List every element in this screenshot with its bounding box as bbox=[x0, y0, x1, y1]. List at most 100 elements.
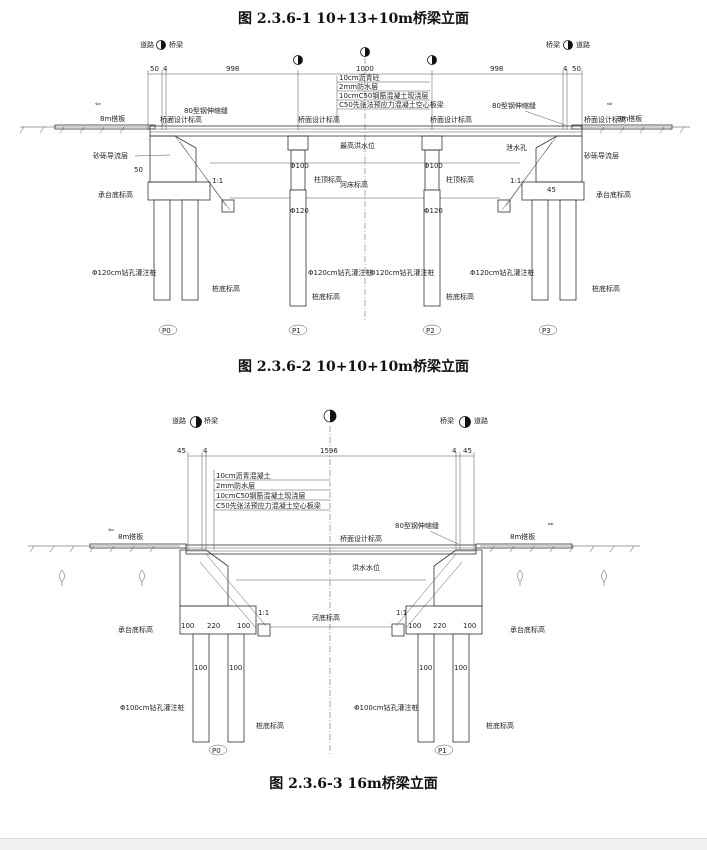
pier-p1 bbox=[287, 135, 309, 307]
deck-layer-text: 10cmC50钢筋混凝土现浇层 bbox=[339, 91, 428, 100]
pile-diameter-label: 100 bbox=[194, 664, 207, 672]
cap-dimension: 220 bbox=[207, 622, 220, 630]
road-label-left: 道路 bbox=[140, 40, 154, 49]
dimension-label: 998 bbox=[226, 65, 239, 73]
pier-marker-p0: P0 bbox=[208, 744, 228, 756]
pile bbox=[417, 633, 435, 743]
deck-level-label: 桥面设计标高 bbox=[160, 115, 202, 124]
weep-hole-label: 泄水孔 bbox=[506, 143, 527, 152]
abutment-left bbox=[147, 135, 235, 213]
expansion-joint-label-left: 80型钢伸缩缝 bbox=[184, 106, 228, 115]
dimension-label: 4 bbox=[163, 65, 168, 73]
arrow-right-icon: ⇨ bbox=[548, 520, 554, 528]
road-label-left: 道路 bbox=[172, 416, 186, 425]
svg-text:P1: P1 bbox=[438, 747, 447, 755]
half-circle-marker-icon bbox=[563, 40, 573, 50]
pilecap-label-right: 承台底标高 bbox=[510, 625, 545, 634]
deck-layer-text: 10cm沥青砼 bbox=[339, 73, 380, 82]
half-circle-marker-icon bbox=[190, 416, 202, 428]
deck-level-label: 桥面设计标高 bbox=[340, 534, 382, 543]
abutment-right bbox=[391, 549, 483, 637]
deck-layer-text: 10cmC50钢筋混凝土现浇层 bbox=[216, 491, 305, 500]
drain-layer-label-right: 砂砾导流层 bbox=[584, 151, 619, 160]
half-circle-marker-icon bbox=[156, 40, 166, 50]
pier-marker-p0: P0 bbox=[158, 324, 178, 336]
river-bed-label: 河底标高 bbox=[312, 613, 340, 622]
pile-label: Φ120cm钻孔灌注桩 bbox=[470, 268, 535, 277]
river-bed-label: 河床标高 bbox=[340, 180, 368, 189]
approach-slab-label-right: 8m搭板 bbox=[617, 114, 642, 123]
svg-text:P2: P2 bbox=[426, 327, 435, 335]
road-label-right: 道路 bbox=[576, 40, 590, 49]
pile bbox=[559, 199, 577, 301]
half-circle-marker-icon bbox=[360, 47, 370, 57]
deck-level-label: 桥面设计标高 bbox=[430, 115, 472, 124]
dimension-label: 4 bbox=[203, 447, 208, 455]
deck-level-label: 桥面设计标高 bbox=[584, 115, 626, 124]
pile-bottom-label: 桩底标高 bbox=[312, 292, 340, 301]
pilecap-label-left: 承台底标高 bbox=[118, 625, 153, 634]
half-circle-marker-icon bbox=[427, 55, 437, 65]
bridge-elevation-drawing-2: 道路 桥梁 桥梁 道路 45 4 1596 4 45 10cm沥青混凝土 2mm… bbox=[28, 409, 640, 756]
cap-dimension: 100 bbox=[181, 622, 194, 630]
pile-diameter-label: Φ120 bbox=[424, 207, 443, 215]
pile bbox=[192, 633, 210, 743]
deck-layer-text: 2mm防水层 bbox=[216, 481, 255, 490]
pier-marker-p3: P3 bbox=[538, 324, 558, 336]
arrow-right-icon: ⇨ bbox=[607, 100, 613, 108]
half-circle-marker-icon bbox=[293, 55, 303, 65]
pile bbox=[531, 199, 549, 301]
column-diameter-label: Φ100 bbox=[424, 162, 443, 170]
half-circle-marker-icon bbox=[459, 416, 471, 428]
dimension-label: 50 bbox=[134, 166, 143, 174]
bridge-deck bbox=[185, 544, 477, 555]
bridge-elevation-drawing-1: 道路 桥梁 桥梁 道路 50 4 998 1000 998 4 50 bbox=[19, 40, 690, 336]
pile-bottom-label-right: 桩底标高 bbox=[486, 721, 514, 730]
bridge-label-left: 桥梁 bbox=[169, 40, 183, 49]
pile-bottom-label-left: 桩底标高 bbox=[256, 721, 284, 730]
cap-dimension: 100 bbox=[237, 622, 250, 630]
approach-slab-label-left: 8m搭板 bbox=[100, 114, 125, 123]
page-bottom-strip bbox=[0, 838, 707, 850]
cap-dimension: 100 bbox=[408, 622, 421, 630]
deck-level-label: 桥面设计标高 bbox=[298, 115, 340, 124]
dimension-label: 4 bbox=[563, 65, 568, 73]
pier-marker-p1: P1 bbox=[288, 324, 308, 336]
pile-diameter-label: 100 bbox=[454, 664, 467, 672]
expansion-joint-label-right: 80型钢伸缩缝 bbox=[492, 101, 536, 110]
pier-p2 bbox=[421, 135, 443, 307]
cap-level-label: 柱顶标高 bbox=[446, 175, 474, 184]
deck-layer-callout: 10cm沥青砼 2mm防水层 10cmC50钢筋混凝土现浇层 C50先张法预应力… bbox=[336, 73, 444, 124]
road-label-right: 道路 bbox=[474, 416, 488, 425]
drain-layer-label-left: 砂砾导流层 bbox=[93, 151, 128, 160]
pilecap-label-right: 承台底标高 bbox=[596, 190, 631, 199]
pilecap-label-left: 承台底标高 bbox=[98, 190, 133, 199]
bridge-deck bbox=[149, 125, 583, 137]
flood-level-label: 洪水水位 bbox=[352, 563, 380, 572]
column-diameter-label: Φ100 bbox=[290, 162, 309, 170]
svg-text:P0: P0 bbox=[212, 747, 221, 755]
arrow-left-icon: ⇦ bbox=[95, 100, 101, 108]
slope-label-right: 1:1 bbox=[396, 609, 407, 617]
dimension-label: 50 bbox=[150, 65, 159, 73]
half-circle-marker-icon bbox=[323, 409, 337, 423]
pile-label-left: Φ100cm钻孔灌注桩 bbox=[120, 703, 185, 712]
dimension-label: 45 bbox=[463, 447, 472, 455]
pile-diameter-label: Φ120 bbox=[290, 207, 309, 215]
pile-label-right: Φ100cm钻孔灌注桩 bbox=[354, 703, 419, 712]
deck-layer-text: C50先张法预应力混凝土空心板梁 bbox=[339, 100, 444, 109]
pile bbox=[153, 199, 171, 301]
dimension-label: 4 bbox=[452, 447, 457, 455]
figure-caption-3: 图 2.3.6-3 16m桥梁立面 bbox=[269, 776, 438, 792]
arrow-left-icon: ⇦ bbox=[108, 526, 114, 534]
dimension-label: 45 bbox=[547, 186, 556, 194]
pile-bottom-label: 桩底标高 bbox=[212, 284, 240, 293]
svg-text:P1: P1 bbox=[292, 327, 301, 335]
pile-bottom-label: 桩底标高 bbox=[446, 292, 474, 301]
pile bbox=[181, 199, 199, 301]
slope-label-right: 1:1 bbox=[510, 177, 521, 185]
abutment-left bbox=[179, 549, 271, 637]
bridge-label-left: 桥梁 bbox=[204, 416, 218, 425]
expansion-joint-label: 80型钢伸缩缝 bbox=[395, 521, 439, 530]
pile-bottom-label: 桩底标高 bbox=[592, 284, 620, 293]
